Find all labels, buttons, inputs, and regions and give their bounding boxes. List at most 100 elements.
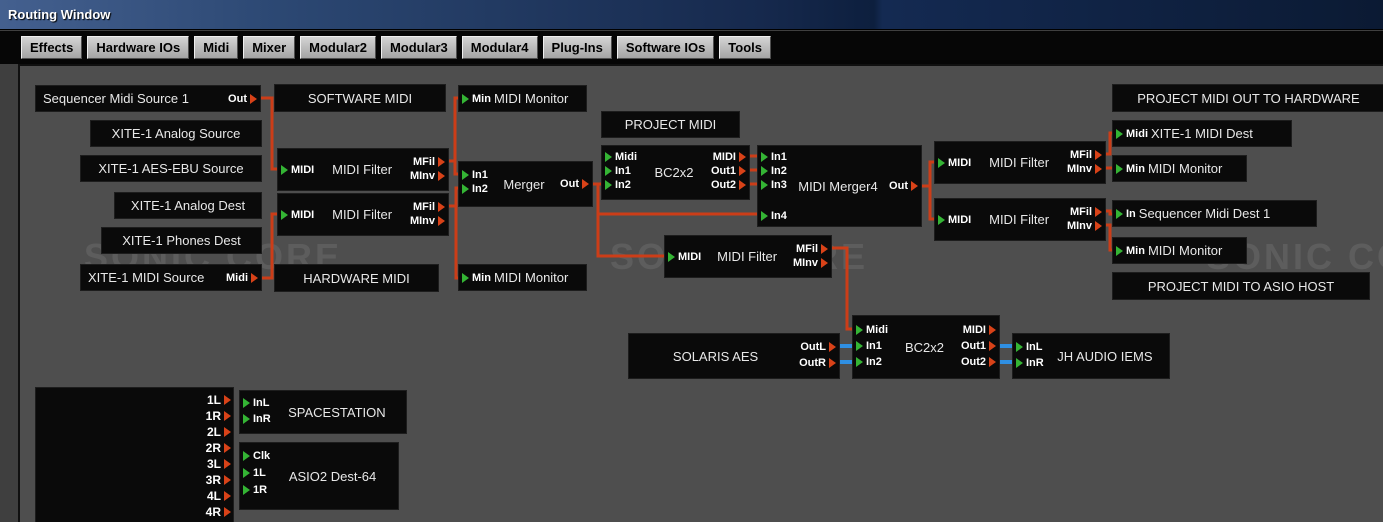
output-arrow-icon[interactable] bbox=[224, 427, 231, 437]
module-solaris-aes[interactable]: SOLARIS AES OutL OutR bbox=[628, 333, 840, 379]
input-arrow-icon[interactable] bbox=[856, 324, 863, 335]
output-arrow-icon[interactable] bbox=[1095, 149, 1102, 160]
module-hardware-midi[interactable]: HARDWARE MIDI bbox=[274, 264, 439, 292]
module-asio2-dest-64[interactable]: Clk 1L 1R ASIO2 Dest-64 bbox=[239, 442, 399, 510]
input-arrow-icon[interactable] bbox=[605, 151, 612, 162]
input-arrow-icon[interactable] bbox=[1116, 163, 1123, 174]
output-arrow-icon[interactable] bbox=[739, 151, 746, 162]
tab-modular3[interactable]: Modular3 bbox=[380, 36, 457, 59]
module-midi-merger4[interactable]: In1 In2 In3 In4 MIDI Merger4 Out bbox=[757, 145, 922, 227]
output-arrow-icon[interactable] bbox=[829, 341, 836, 352]
tab-mixer[interactable]: Mixer bbox=[243, 36, 296, 59]
module-project-midi[interactable]: PROJECT MIDI bbox=[601, 111, 740, 138]
input-arrow-icon[interactable] bbox=[856, 340, 863, 351]
module-midi-filter-project[interactable]: MIDI MIDI Filter MFil MInv bbox=[664, 235, 832, 278]
input-arrow-icon[interactable] bbox=[761, 151, 768, 162]
output-arrow-icon[interactable] bbox=[821, 243, 828, 254]
module-midi-filter-hw-2[interactable]: MIDI MIDI Filter MFil MInv bbox=[934, 198, 1106, 241]
input-arrow-icon[interactable] bbox=[1116, 245, 1123, 256]
input-arrow-icon[interactable] bbox=[281, 164, 288, 175]
patch-wire[interactable] bbox=[261, 212, 279, 280]
input-arrow-icon[interactable] bbox=[605, 165, 612, 176]
module-merger[interactable]: In1 In2 Merger Out bbox=[458, 161, 593, 207]
output-arrow-icon[interactable] bbox=[989, 340, 996, 351]
module-bc2x2-audio[interactable]: Midi In1 In2 BC2x2 MIDI Out1 Out2 bbox=[852, 315, 1000, 379]
output-arrow-icon[interactable] bbox=[438, 170, 445, 181]
module-sequencer-midi-source[interactable]: Sequencer Midi Source 1 Out bbox=[35, 85, 261, 112]
tab-modular4[interactable]: Modular4 bbox=[461, 36, 538, 59]
output-arrow-icon[interactable] bbox=[224, 491, 231, 501]
tab-tools[interactable]: Tools bbox=[719, 36, 771, 59]
module-midi-monitor-4[interactable]: Min MIDI Monitor bbox=[1112, 237, 1247, 264]
output-arrow-icon[interactable] bbox=[829, 357, 836, 368]
module-software-midi[interactable]: SOFTWARE MIDI bbox=[274, 84, 446, 112]
output-arrow-icon[interactable] bbox=[224, 411, 231, 421]
routing-canvas[interactable]: SONIC CORE SONIC CORE SONIC CORE Sequenc… bbox=[18, 64, 1383, 522]
module-midi-filter-sw-1[interactable]: MIDI MIDI Filter MFil MInv bbox=[277, 148, 449, 191]
input-arrow-icon[interactable] bbox=[462, 93, 469, 104]
tab-effects[interactable]: Effects bbox=[21, 36, 83, 59]
output-arrow-icon[interactable] bbox=[989, 356, 996, 367]
output-arrow-icon[interactable] bbox=[1095, 206, 1102, 217]
output-arrow-icon[interactable] bbox=[250, 93, 257, 104]
patch-wire[interactable] bbox=[261, 96, 279, 171]
module-xite1-analog-dest[interactable]: XITE-1 Analog Dest bbox=[114, 192, 262, 219]
input-arrow-icon[interactable] bbox=[761, 165, 768, 176]
patch-wire[interactable] bbox=[832, 246, 855, 331]
input-arrow-icon[interactable] bbox=[938, 214, 945, 225]
input-arrow-icon[interactable] bbox=[1016, 341, 1023, 352]
tab-hardware-ios[interactable]: Hardware IOs bbox=[87, 36, 190, 59]
input-arrow-icon[interactable] bbox=[605, 179, 612, 190]
patch-wire[interactable] bbox=[596, 214, 668, 258]
input-arrow-icon[interactable] bbox=[668, 251, 675, 262]
output-arrow-icon[interactable] bbox=[224, 395, 231, 405]
module-midi-filter-sw-2[interactable]: MIDI MIDI Filter MFil MInv bbox=[277, 193, 449, 236]
output-arrow-icon[interactable] bbox=[251, 272, 258, 283]
module-midi-monitor-2[interactable]: Min MIDI Monitor bbox=[458, 264, 587, 291]
input-arrow-icon[interactable] bbox=[281, 209, 288, 220]
tab-plug-ins[interactable]: Plug-Ins bbox=[542, 36, 612, 59]
output-arrow-icon[interactable] bbox=[438, 201, 445, 212]
output-arrow-icon[interactable] bbox=[911, 181, 918, 191]
module-xite1-analog-source[interactable]: XITE-1 Analog Source bbox=[90, 120, 262, 147]
input-arrow-icon[interactable] bbox=[1116, 128, 1123, 139]
module-sequencer-midi-dest[interactable]: In Sequencer Midi Dest 1 bbox=[1112, 200, 1317, 227]
input-arrow-icon[interactable] bbox=[938, 157, 945, 168]
output-arrow-icon[interactable] bbox=[739, 165, 746, 176]
module-midi-monitor-3[interactable]: Min MIDI Monitor bbox=[1112, 155, 1247, 182]
output-arrow-icon[interactable] bbox=[582, 179, 589, 189]
tab-modular2[interactable]: Modular2 bbox=[300, 36, 376, 59]
output-arrow-icon[interactable] bbox=[1095, 163, 1102, 174]
input-arrow-icon[interactable] bbox=[243, 485, 250, 495]
input-arrow-icon[interactable] bbox=[856, 356, 863, 367]
output-arrow-icon[interactable] bbox=[438, 156, 445, 167]
output-arrow-icon[interactable] bbox=[224, 507, 231, 517]
module-xite1-midi-source[interactable]: XITE-1 MIDI Source Midi bbox=[80, 264, 262, 291]
window-title-bar[interactable]: Routing Window bbox=[0, 0, 1383, 30]
module-xite1-aes-ebu-source[interactable]: XITE-1 AES-EBU Source bbox=[80, 155, 262, 182]
module-midi-filter-hw-1[interactable]: MIDI MIDI Filter MFil MInv bbox=[934, 141, 1106, 184]
patch-wire[interactable] bbox=[922, 160, 937, 188]
input-arrow-icon[interactable] bbox=[761, 210, 768, 221]
output-arrow-icon[interactable] bbox=[1095, 220, 1102, 231]
module-spacestation[interactable]: InL InR SPACESTATION bbox=[239, 390, 407, 434]
module-bc2x2-project[interactable]: Midi In1 In2 BC2x2 MIDI Out1 Out2 bbox=[601, 145, 750, 200]
output-arrow-icon[interactable] bbox=[438, 215, 445, 226]
input-arrow-icon[interactable] bbox=[462, 272, 469, 283]
module-project-midi-to-asio-host[interactable]: PROJECT MIDI TO ASIO HOST bbox=[1112, 272, 1370, 300]
output-arrow-icon[interactable] bbox=[989, 324, 996, 335]
module-midi-monitor-1[interactable]: Min MIDI Monitor bbox=[458, 85, 587, 112]
module-output-port-box[interactable]: 1L 1R 2L 2R 3L 3R 4L 4R bbox=[35, 387, 234, 522]
output-arrow-icon[interactable] bbox=[739, 179, 746, 190]
input-arrow-icon[interactable] bbox=[243, 398, 250, 408]
input-arrow-icon[interactable] bbox=[1016, 357, 1023, 368]
module-project-midi-out-to-hardware[interactable]: PROJECT MIDI OUT TO HARDWARE bbox=[1112, 84, 1383, 112]
module-xite1-phones-dest[interactable]: XITE-1 Phones Dest bbox=[101, 227, 262, 254]
tab-midi[interactable]: Midi bbox=[194, 36, 239, 59]
input-arrow-icon[interactable] bbox=[243, 468, 250, 478]
module-jh-audio-iems[interactable]: InL InR JH AUDIO IEMS bbox=[1012, 333, 1170, 379]
input-arrow-icon[interactable] bbox=[1116, 208, 1123, 219]
output-arrow-icon[interactable] bbox=[224, 443, 231, 453]
input-arrow-icon[interactable] bbox=[462, 183, 469, 194]
output-arrow-icon[interactable] bbox=[821, 257, 828, 268]
